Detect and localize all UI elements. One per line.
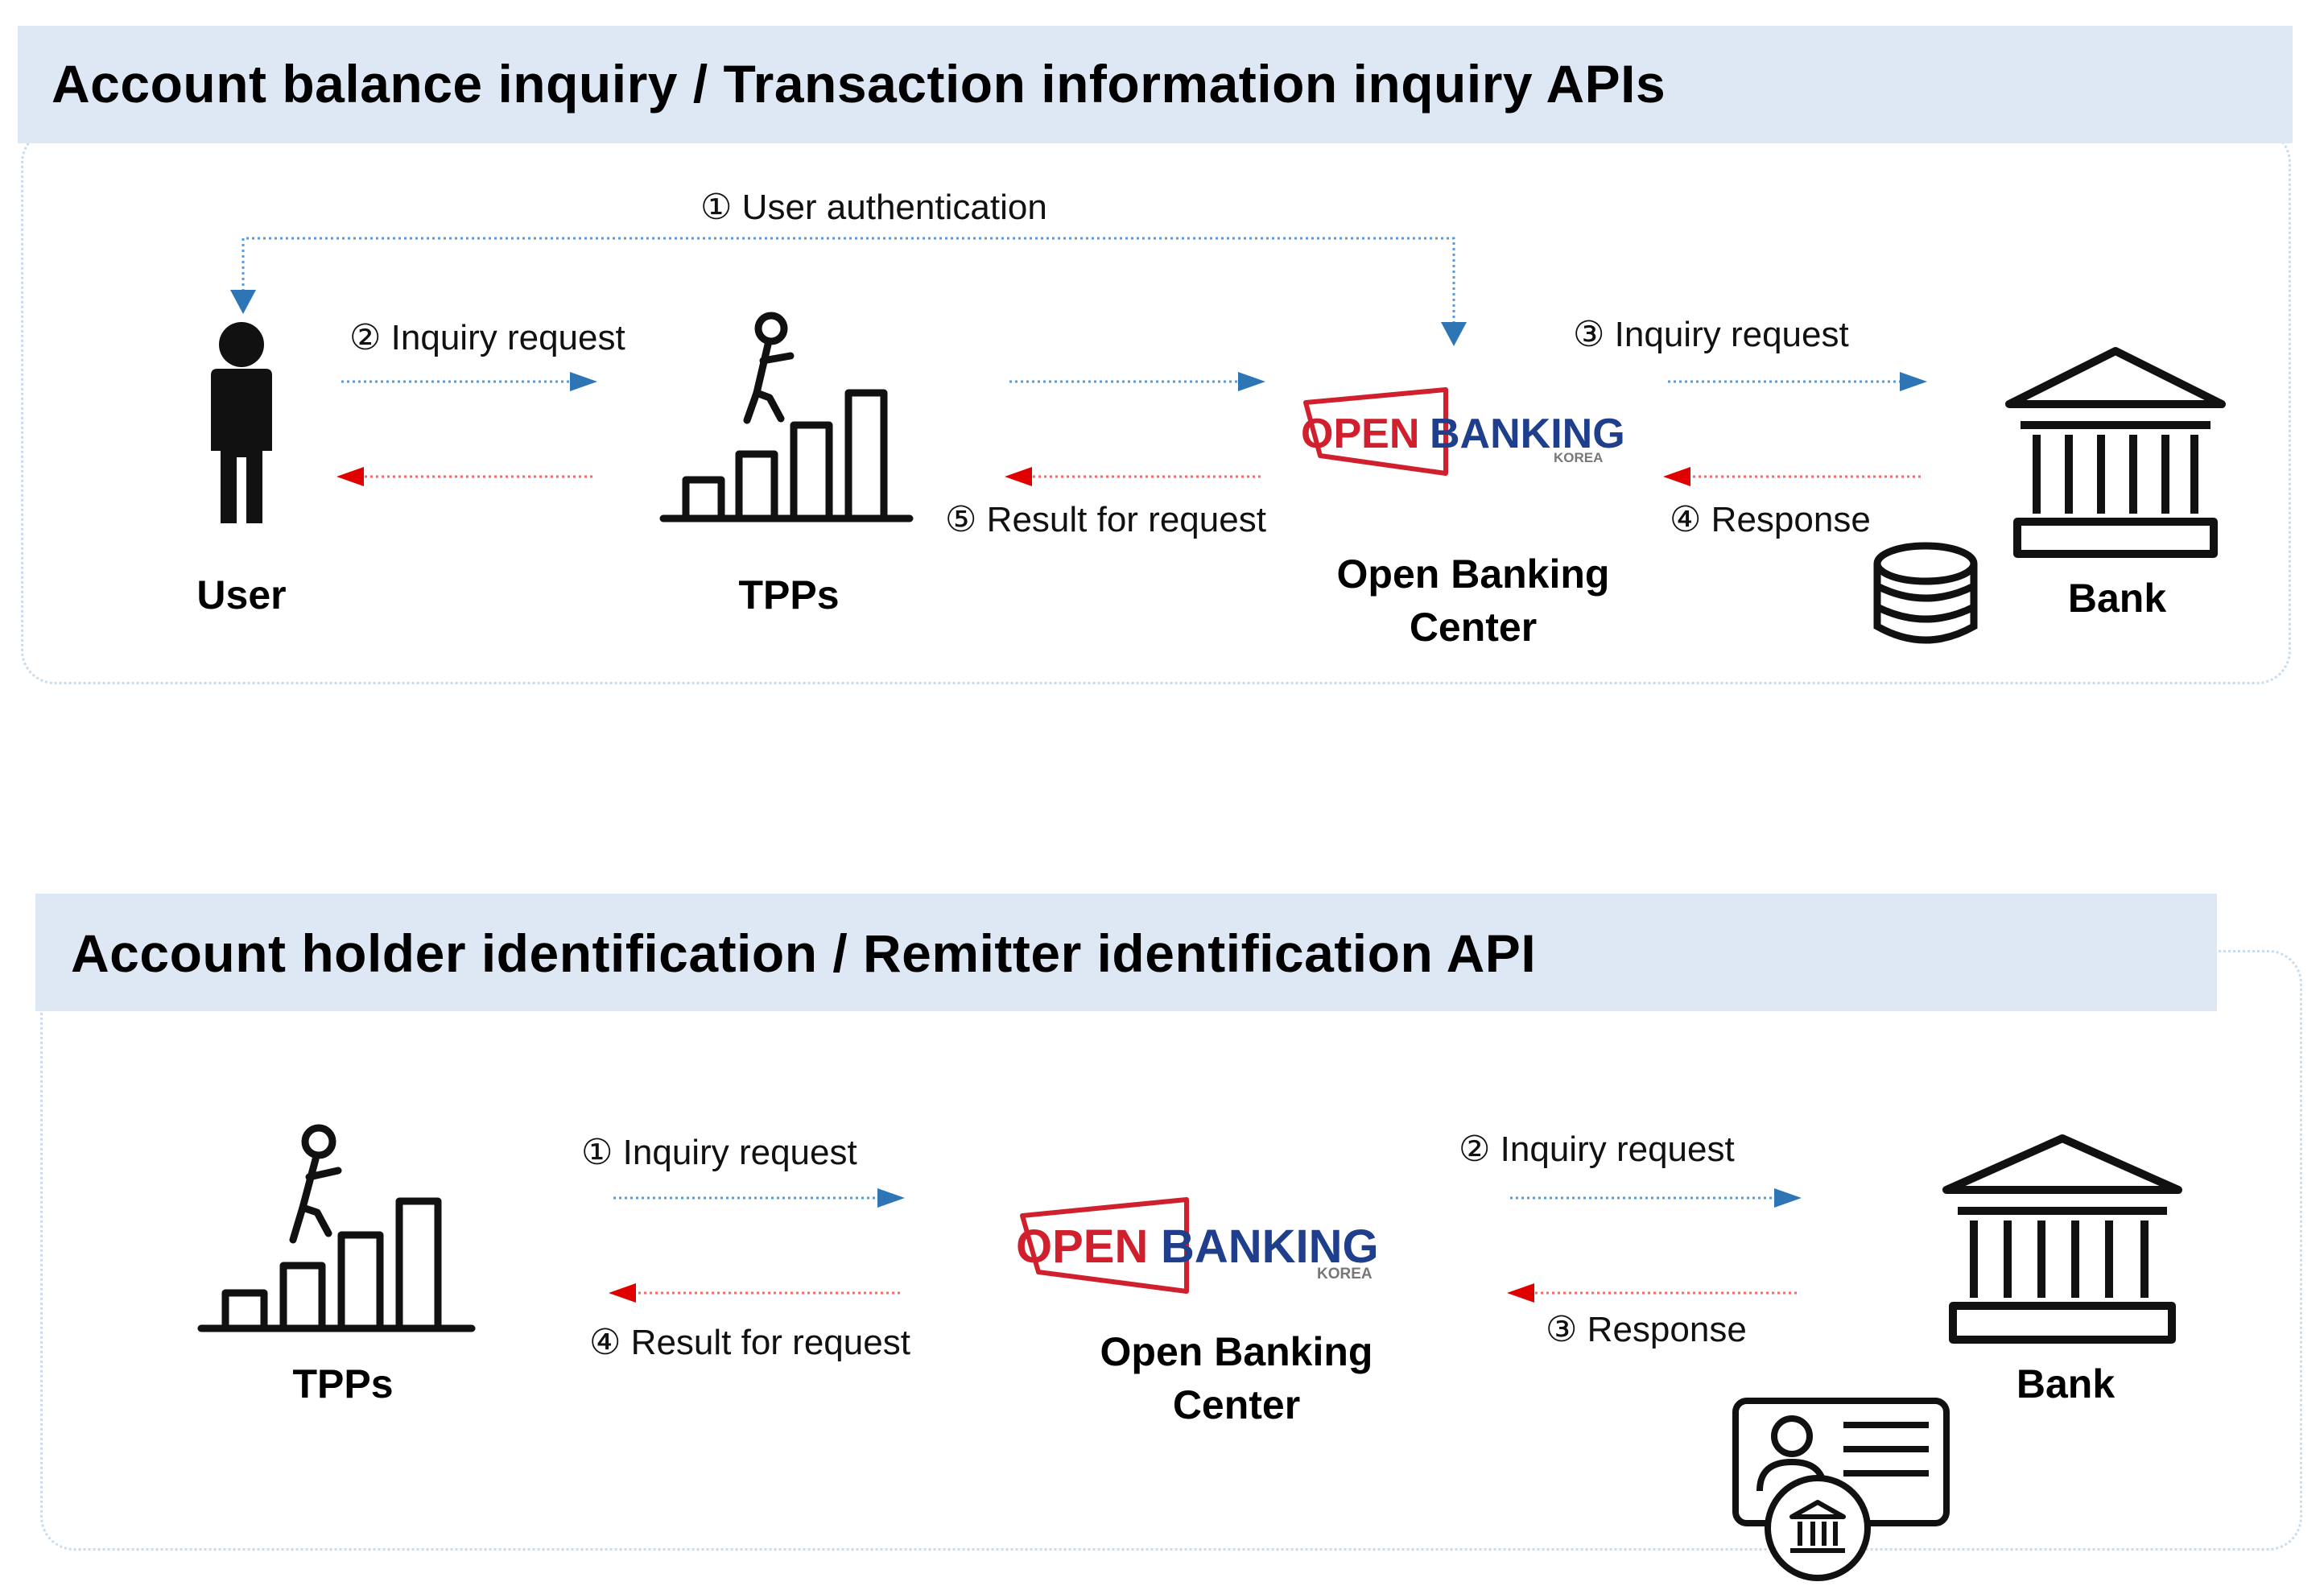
logo-part2: BANKING xyxy=(1430,411,1625,457)
id-card-bank-icon xyxy=(1732,1398,1950,1581)
logo-sub-2: KOREA xyxy=(1317,1266,1373,1282)
auth-arrowhead-center xyxy=(1441,322,1467,346)
center2-name-line2: Center xyxy=(1172,1382,1301,1427)
actor-open-banking-center-2: Open Banking Center xyxy=(1035,1325,1438,1431)
logo-part1: OPEN xyxy=(1301,411,1419,457)
p1-step-inquiry-request-bank: ③ Inquiry request xyxy=(1573,315,1849,354)
logo-part2-2: BANKING xyxy=(1161,1220,1379,1273)
panel-1-title: Account balance inquiry / Transaction in… xyxy=(52,54,1666,114)
arrow-tpps-to-center xyxy=(1238,372,1265,391)
p1-response-arrows xyxy=(336,467,1921,486)
logo-part1-2: OPEN xyxy=(1016,1220,1148,1273)
arrow-center-to-bank-2 xyxy=(1774,1188,1802,1208)
actor-tpps: TPPs xyxy=(738,572,840,617)
p1-step-inquiry-request-user: ② Inquiry request xyxy=(349,318,625,357)
actor-bank: Bank xyxy=(2067,576,2167,621)
p1-step-response: ④ Response xyxy=(1670,500,1871,539)
actor-user: User xyxy=(196,572,287,617)
actor-open-banking-center: Open Banking Center xyxy=(1272,547,1674,654)
p2-step-result-for-request: ④ Result for request xyxy=(589,1323,910,1362)
arrow-user-to-tpps xyxy=(570,372,597,391)
panel-2-title-bar xyxy=(35,894,2217,1011)
arrow-tpps-to-user xyxy=(336,467,364,486)
open-banking-logo-2: OPEN BANKING KOREA xyxy=(1016,1197,1379,1294)
panel-1-title-bar xyxy=(18,26,2293,143)
panel-2-title: Account holder identification / Remitter… xyxy=(71,923,1537,983)
climbing-chart-icon xyxy=(659,312,914,522)
arrow-center-to-bank xyxy=(1900,372,1927,391)
arrow-center-to-tpps xyxy=(1005,467,1032,486)
arrow-tpps-to-center-2 xyxy=(877,1188,905,1208)
p1-step-result-for-request: ⑤ Result for request xyxy=(945,500,1266,539)
arrow-bank-to-center xyxy=(1663,467,1690,486)
logo-sub: KOREA xyxy=(1554,450,1603,465)
auth-arrowhead-user xyxy=(230,290,256,314)
actor-bank-2: Bank xyxy=(2016,1361,2116,1406)
center-name-line2: Center xyxy=(1409,605,1538,650)
p2-step-inquiry-request-bank: ② Inquiry request xyxy=(1459,1130,1735,1169)
p2-response-arrows xyxy=(609,1283,1797,1303)
bank-building-icon xyxy=(2005,347,2226,558)
p2-request-arrows xyxy=(613,1188,1802,1208)
p1-request-arrows xyxy=(341,372,1927,391)
person-icon xyxy=(211,322,272,523)
open-banking-logo: OPEN BANKING KOREA xyxy=(1301,387,1625,476)
arrow-center-to-tpps-2 xyxy=(609,1283,636,1303)
p2-step-response: ③ Response xyxy=(1546,1310,1747,1349)
auth-connector xyxy=(230,237,1467,346)
actor-tpps-2: TPPs xyxy=(292,1361,394,1406)
center2-name-line1: Open Banking xyxy=(1100,1329,1373,1374)
center-name-line1: Open Banking xyxy=(1336,551,1610,597)
p1-step-user-authentication: ① User authentication xyxy=(700,188,1047,227)
climbing-chart-icon-2 xyxy=(197,1124,476,1332)
database-icon xyxy=(1873,542,1978,644)
bank-building-icon-2 xyxy=(1942,1134,2182,1344)
arrow-bank-to-center-2 xyxy=(1507,1283,1534,1303)
p2-step-inquiry-request-tpps: ① Inquiry request xyxy=(581,1133,857,1172)
